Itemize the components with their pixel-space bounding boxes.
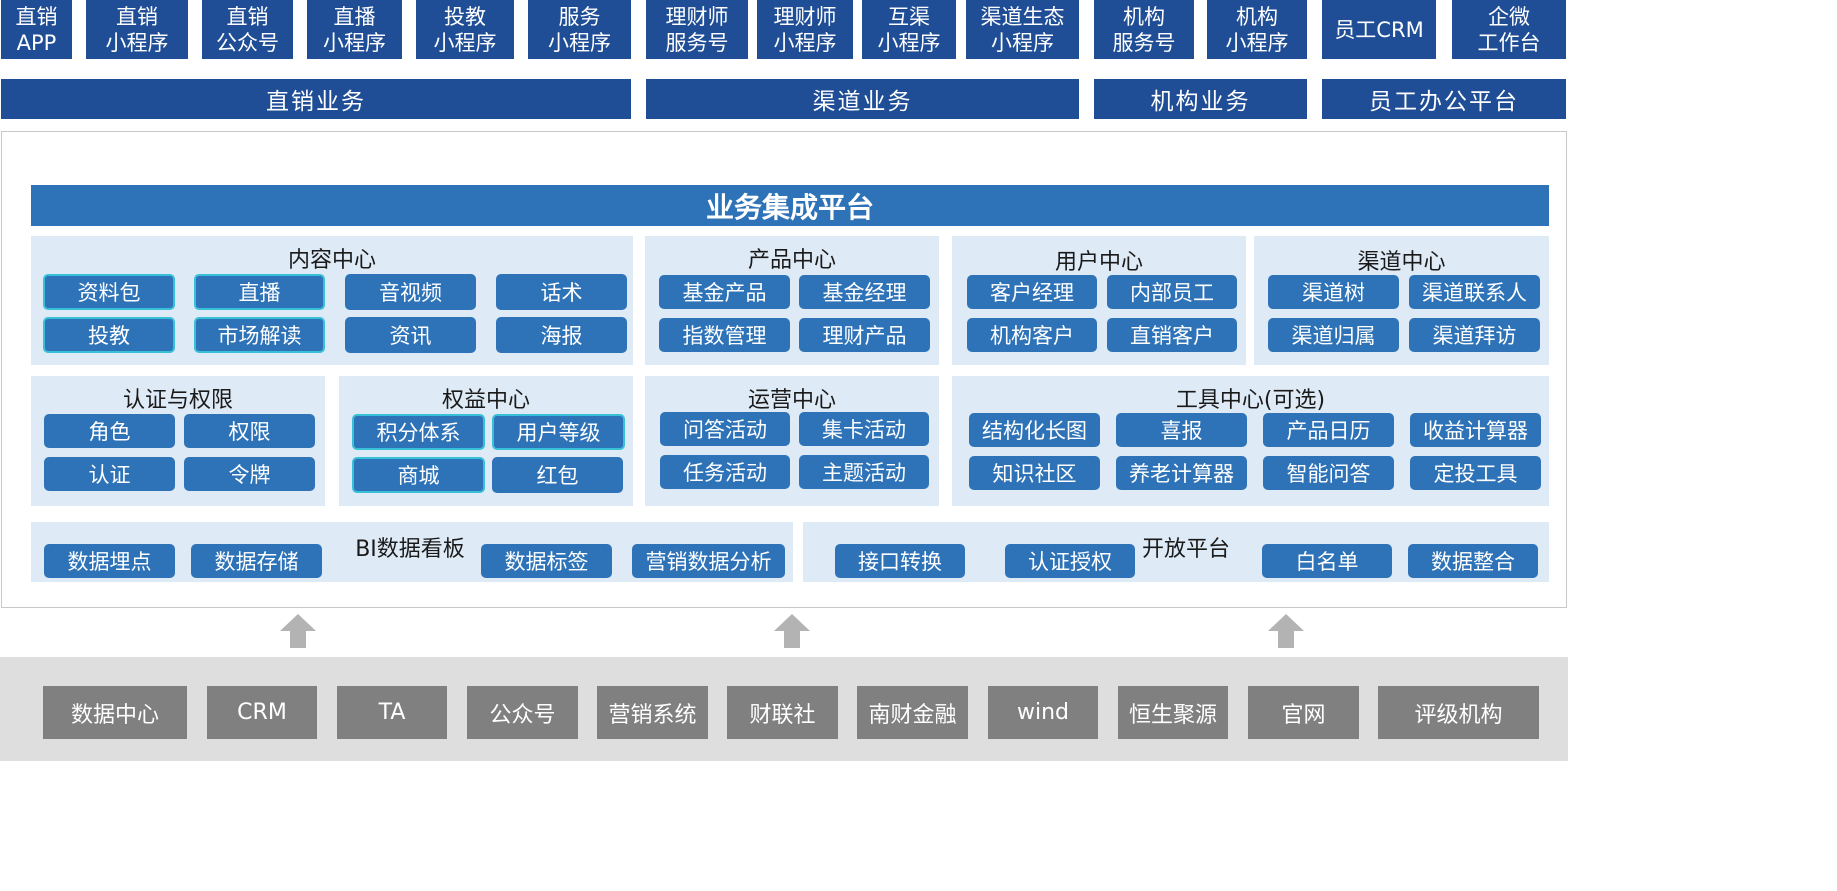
- app-institution-miniprogram: 机构 小程序: [1207, 0, 1307, 59]
- auth-center-title: 认证与权限: [122, 388, 233, 413]
- user-item-account-managers[interactable]: 客户经理: [967, 275, 1097, 309]
- product-item-index-management[interactable]: 指数管理: [659, 318, 790, 352]
- app-huqu-miniprogram: 互渠 小程序: [862, 0, 956, 59]
- app-live-miniprogram: 直播 小程序: [307, 0, 402, 59]
- source-official-account: 公众号: [467, 686, 578, 739]
- source-hengsheng-juyuan: 恒生聚源: [1118, 686, 1228, 739]
- app-employee-crm: 员工CRM: [1322, 0, 1436, 59]
- tools-item-good-news[interactable]: 喜报: [1116, 413, 1247, 447]
- ops-item-theme-activity[interactable]: 主题活动: [799, 455, 929, 489]
- app-advisor-service-account: 理财师 服务号: [646, 0, 748, 59]
- content-item-poster[interactable]: 海报: [496, 317, 627, 353]
- app-advisor-miniprogram: 理财师 小程序: [757, 0, 853, 59]
- rights-item-red-packets[interactable]: 红包: [492, 457, 623, 493]
- ops-item-card-activity[interactable]: 集卡活动: [799, 412, 929, 446]
- source-cailianshe: 财联社: [727, 686, 838, 739]
- category-channel: 渠道业务: [646, 79, 1079, 119]
- tools-item-return-calculator[interactable]: 收益计算器: [1410, 413, 1541, 447]
- open-item-data-integration[interactable]: 数据整合: [1408, 544, 1538, 578]
- tools-item-knowledge-community[interactable]: 知识社区: [969, 456, 1100, 490]
- open-item-whitelist[interactable]: 白名单: [1262, 544, 1392, 578]
- app-zhixiao-official-account: 直销 公众号: [202, 0, 293, 59]
- rights-item-points[interactable]: 积分体系: [352, 414, 485, 450]
- user-item-internal-staff[interactable]: 内部员工: [1107, 275, 1237, 309]
- content-item-live[interactable]: 直播: [194, 274, 325, 310]
- auth-item-roles[interactable]: 角色: [44, 414, 175, 448]
- bi-item-tags[interactable]: 数据标签: [481, 544, 612, 578]
- tools-item-product-calendar[interactable]: 产品日历: [1263, 413, 1394, 447]
- tools-item-auto-invest[interactable]: 定投工具: [1410, 456, 1541, 490]
- source-official-website: 官网: [1248, 686, 1359, 739]
- app-investor-edu-miniprogram: 投教 小程序: [416, 0, 514, 59]
- content-item-materials[interactable]: 资料包: [43, 274, 175, 310]
- tools-item-long-image[interactable]: 结构化长图: [969, 413, 1100, 447]
- bi-item-marketing-analysis[interactable]: 营销数据分析: [632, 544, 785, 578]
- tools-item-smart-qa[interactable]: 智能问答: [1263, 456, 1394, 490]
- auth-item-permissions[interactable]: 权限: [184, 414, 315, 448]
- ops-item-task-activity[interactable]: 任务活动: [660, 455, 790, 489]
- up-arrow-icon: [280, 614, 316, 648]
- app-zhixiao-miniprogram: 直销 小程序: [86, 0, 188, 59]
- category-institution: 机构业务: [1094, 79, 1307, 119]
- user-item-institution-clients[interactable]: 机构客户: [967, 318, 1097, 352]
- up-arrow-icon: [1268, 614, 1304, 648]
- product-item-wealth-products[interactable]: 理财产品: [799, 318, 930, 352]
- source-ta: TA: [337, 686, 447, 739]
- open-platform-title: 开放平台: [1141, 537, 1230, 562]
- ops-center-title: 运营中心: [747, 388, 836, 413]
- up-arrow-icon: [774, 614, 810, 648]
- source-crm: CRM: [207, 686, 317, 739]
- category-direct-sales: 直销业务: [1, 79, 631, 119]
- source-marketing-system: 营销系统: [597, 686, 708, 739]
- content-item-market-analysis[interactable]: 市场解读: [194, 317, 325, 353]
- product-item-fund-managers[interactable]: 基金经理: [799, 275, 930, 309]
- content-center-title: 内容中心: [287, 248, 376, 273]
- bi-item-tracking[interactable]: 数据埋点: [44, 544, 175, 578]
- bi-item-storage[interactable]: 数据存储: [191, 544, 322, 578]
- source-wind: wind: [988, 686, 1098, 739]
- category-employee-office: 员工办公平台: [1322, 79, 1566, 119]
- app-institution-service-account: 机构 服务号: [1094, 0, 1194, 59]
- auth-item-tokens[interactable]: 令牌: [184, 457, 315, 491]
- source-rating-agencies: 评级机构: [1378, 686, 1539, 739]
- tools-center-title: 工具中心(可选): [1175, 388, 1326, 413]
- bi-board-title: BI数据看板: [355, 537, 465, 562]
- platform-title: 业务集成平台: [31, 185, 1549, 226]
- product-center-title: 产品中心: [747, 248, 836, 273]
- app-channel-eco-miniprogram: 渠道生态 小程序: [966, 0, 1079, 59]
- rights-item-user-levels[interactable]: 用户等级: [492, 414, 625, 450]
- channel-item-attribution[interactable]: 渠道归属: [1268, 318, 1399, 352]
- content-item-investor-edu[interactable]: 投教: [43, 317, 175, 353]
- channel-center-title: 渠道中心: [1357, 250, 1446, 275]
- app-zhixiao-app: 直销 APP: [1, 0, 72, 59]
- auth-item-authentication[interactable]: 认证: [44, 457, 175, 491]
- ops-item-qa-activity[interactable]: 问答活动: [660, 412, 790, 446]
- open-item-interface-conversion[interactable]: 接口转换: [835, 544, 965, 578]
- tools-item-pension-calculator[interactable]: 养老计算器: [1116, 456, 1247, 490]
- content-item-scripts[interactable]: 话术: [496, 274, 627, 310]
- source-nancai-finance: 南财金融: [857, 686, 968, 739]
- content-item-news[interactable]: 资讯: [345, 317, 476, 353]
- app-service-miniprogram: 服务 小程序: [528, 0, 631, 59]
- content-item-audio-video[interactable]: 音视频: [345, 274, 476, 310]
- app-wecom-workbench: 企微 工作台: [1452, 0, 1566, 59]
- product-item-fund-products[interactable]: 基金产品: [659, 275, 790, 309]
- user-center-title: 用户中心: [1054, 250, 1143, 275]
- source-data-center: 数据中心: [43, 686, 187, 739]
- channel-item-tree[interactable]: 渠道树: [1268, 275, 1399, 309]
- rights-item-mall[interactable]: 商城: [352, 457, 485, 493]
- channel-item-visits[interactable]: 渠道拜访: [1409, 318, 1540, 352]
- rights-center-title: 权益中心: [441, 388, 530, 413]
- channel-item-contacts[interactable]: 渠道联系人: [1409, 275, 1540, 309]
- user-item-direct-clients[interactable]: 直销客户: [1107, 318, 1237, 352]
- open-item-authorization[interactable]: 认证授权: [1005, 544, 1135, 578]
